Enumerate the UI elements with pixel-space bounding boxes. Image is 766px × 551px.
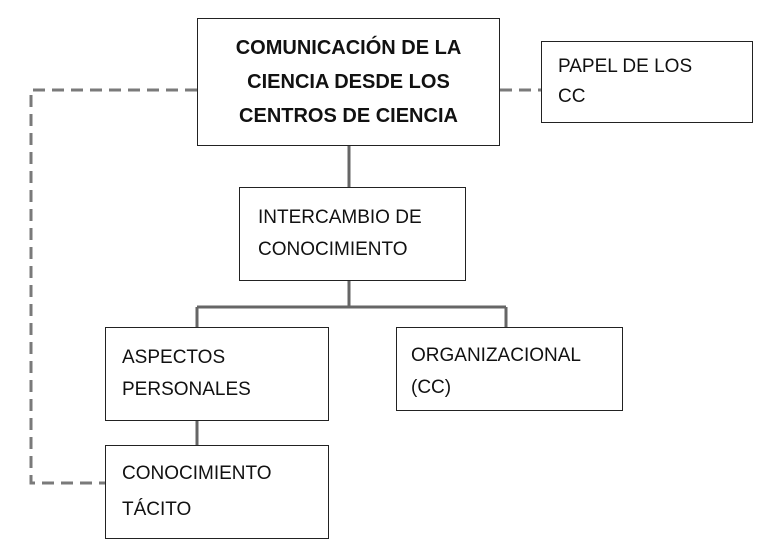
node-label: INTERCAMBIO DE CONOCIMIENTO [258,207,422,260]
node-organizacional: ORGANIZACIONAL (CC) [396,327,623,411]
node-comunicacion-ciencia: COMUNICACIÓN DE LA CIENCIA DESDE LOS CEN… [197,18,500,146]
node-label: ORGANIZACIONAL (CC) [411,345,581,398]
node-intercambio-conocimiento: INTERCAMBIO DE CONOCIMIENTO [239,187,466,281]
edge-main-tacito [29,88,197,485]
node-aspectos-personales: ASPECTOS PERSONALES [105,327,329,421]
node-label: PAPEL DE LOS CC [558,56,693,107]
node-conocimiento-tacito: CONOCIMIENTO TÁCITO [105,445,329,539]
node-label: CONOCIMIENTO TÁCITO [122,463,272,520]
node-label: COMUNICACIÓN DE LA CIENCIA DESDE LOS CEN… [235,37,462,127]
node-label: ASPECTOS PERSONALES [122,347,251,400]
node-papel-cc: PAPEL DE LOS CC [541,41,753,123]
